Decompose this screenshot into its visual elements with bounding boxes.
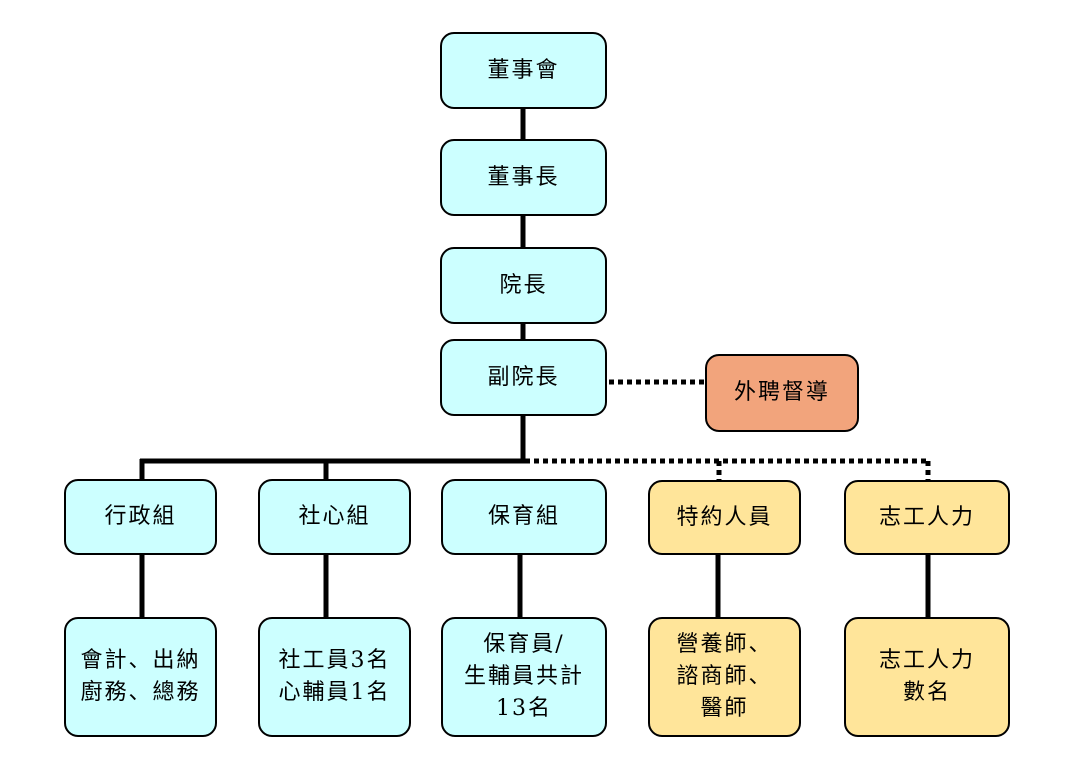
node-volunteer: 志工人力 bbox=[844, 480, 1010, 555]
node-social-detail: 社工員3名 心輔員1名 bbox=[258, 617, 411, 737]
node-chairman: 董事長 bbox=[440, 139, 607, 216]
node-contract-detail: 營養師、 諮商師、 醫師 bbox=[648, 617, 801, 737]
node-care-detail: 保育員/ 生輔員共計 13名 bbox=[441, 617, 607, 737]
node-director-label: 院長 bbox=[499, 272, 548, 298]
node-director: 院長 bbox=[440, 247, 607, 324]
node-contract-label: 特約人員 bbox=[676, 504, 773, 530]
node-external-supervisor-label: 外聘督導 bbox=[733, 380, 830, 406]
node-board-label: 董事會 bbox=[487, 57, 560, 83]
node-volunteer-detail: 志工人力 數名 bbox=[844, 617, 1010, 737]
node-admin-label: 行政組 bbox=[104, 504, 177, 530]
node-vice-director-label: 副院長 bbox=[487, 364, 560, 390]
node-external-supervisor: 外聘督導 bbox=[705, 354, 859, 432]
node-vice-director: 副院長 bbox=[440, 339, 607, 416]
node-admin-detail-label: 會計、出納 廚務、總務 bbox=[80, 648, 201, 705]
node-care-detail-label: 保育員/ 生輔員共計 13名 bbox=[463, 632, 584, 721]
node-social-label: 社心組 bbox=[298, 504, 371, 530]
node-social-detail-label: 社工員3名 心輔員1名 bbox=[278, 648, 391, 705]
node-contract: 特約人員 bbox=[648, 480, 801, 555]
node-chairman-label: 董事長 bbox=[487, 164, 560, 190]
node-admin-detail: 會計、出納 廚務、總務 bbox=[64, 617, 217, 737]
node-admin: 行政組 bbox=[64, 479, 217, 555]
node-board: 董事會 bbox=[440, 32, 607, 109]
node-social: 社心組 bbox=[258, 479, 411, 555]
node-care: 保育組 bbox=[441, 479, 607, 555]
node-care-label: 保育組 bbox=[487, 504, 560, 530]
node-contract-detail-label: 營養師、 諮商師、 醫師 bbox=[676, 632, 773, 721]
node-volunteer-detail-label: 志工人力 數名 bbox=[878, 648, 975, 705]
node-volunteer-label: 志工人力 bbox=[878, 504, 975, 530]
